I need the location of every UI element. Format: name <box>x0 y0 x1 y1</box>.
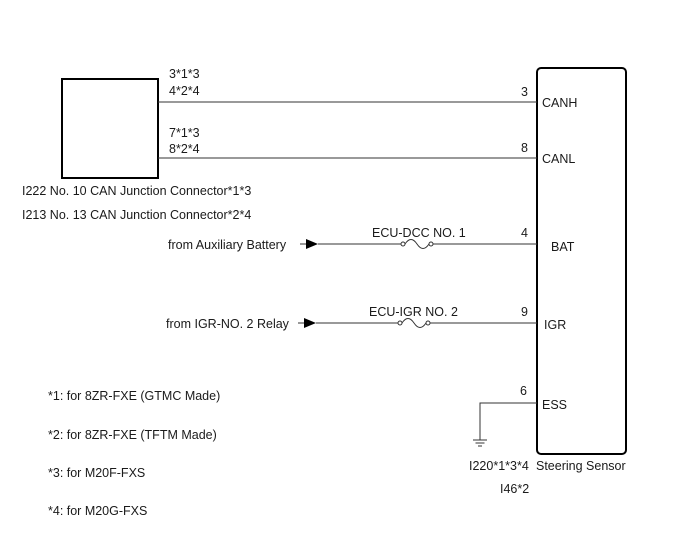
terminal-canh: CANH <box>542 96 577 110</box>
note-3: *3: for M20F-FXS <box>48 466 145 480</box>
steering-sensor-name: Steering Sensor <box>536 459 626 473</box>
junction-connector-label-2: I213 No. 13 CAN Junction Connector*2*4 <box>22 208 251 222</box>
steering-sensor-box <box>536 67 627 455</box>
sensor-connector-label-1: I220*1*3*4 <box>469 459 529 473</box>
junction-pin-8: 8*2*4 <box>169 142 200 156</box>
junction-pin-3: 3*1*3 <box>169 67 200 81</box>
terminal-canl: CANL <box>542 152 575 166</box>
fuse-icon <box>400 239 434 249</box>
igr-arrow-icon <box>304 318 316 328</box>
bat-arrow-icon <box>306 239 318 249</box>
sensor-connector-label-2: I46*2 <box>500 482 529 496</box>
note-2: *2: for 8ZR-FXE (TFTM Made) <box>48 428 217 442</box>
terminal-igr: IGR <box>544 318 566 332</box>
terminal-bat: BAT <box>551 240 575 254</box>
note-4: *4: for M20G-FXS <box>48 504 147 518</box>
junction-connector-box <box>61 78 159 179</box>
sensor-pin-9: 9 <box>521 305 528 319</box>
junction-pin-7: 7*1*3 <box>169 126 200 140</box>
ground-icon <box>473 439 487 447</box>
source-igr-relay: from IGR-NO. 2 Relay <box>166 317 290 331</box>
terminal-ess: ESS <box>542 398 567 412</box>
fuse-icon <box>397 318 431 328</box>
ess-ground-wire <box>479 402 537 440</box>
source-auxiliary-battery: from Auxiliary Battery <box>168 238 287 252</box>
junction-connector-label-1: I222 No. 10 CAN Junction Connector*1*3 <box>22 184 251 198</box>
sensor-pin-6: 6 <box>520 384 527 398</box>
fuse-ecu-igr-label: ECU-IGR NO. 2 <box>369 305 458 319</box>
fuse-ecu-dcc-label: ECU-DCC NO. 1 <box>372 226 466 240</box>
sensor-pin-3: 3 <box>521 85 528 99</box>
sensor-pin-8: 8 <box>521 141 528 155</box>
note-1: *1: for 8ZR-FXE (GTMC Made) <box>48 389 220 403</box>
junction-pin-4: 4*2*4 <box>169 84 200 98</box>
sensor-pin-4: 4 <box>521 226 528 240</box>
